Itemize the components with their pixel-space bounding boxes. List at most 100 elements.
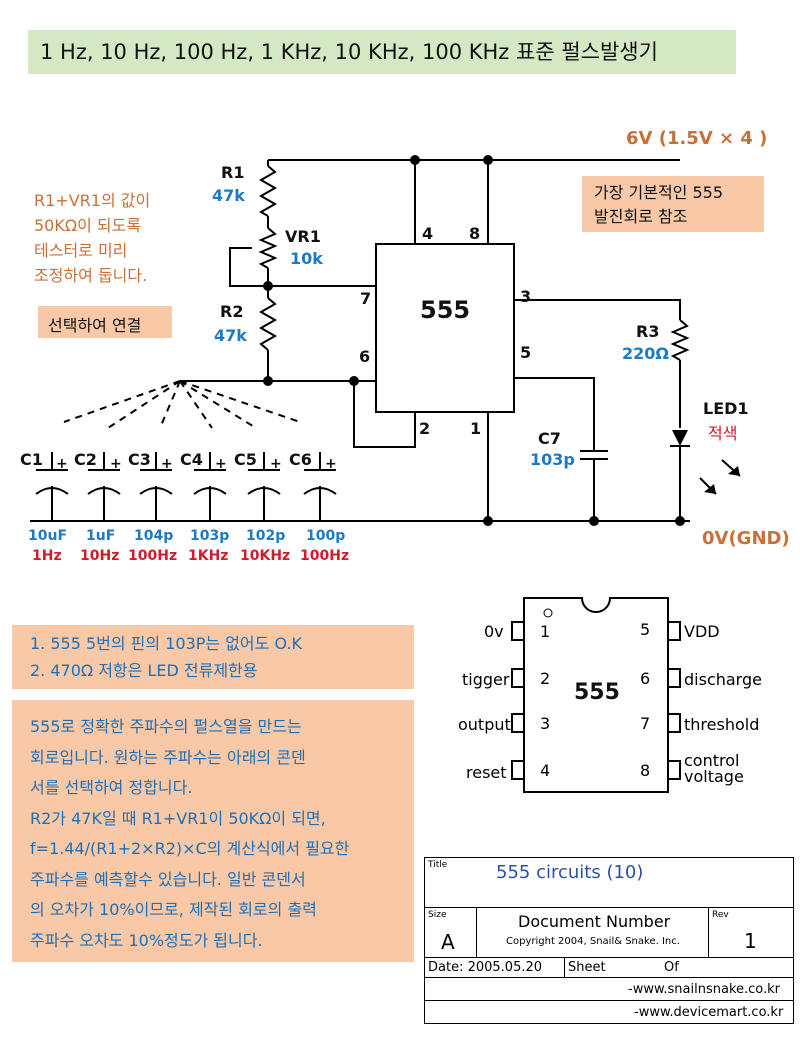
pinout-pin-label: tigger	[462, 670, 510, 689]
cap-plus: +	[270, 456, 282, 472]
cap-value: 103p	[190, 528, 230, 544]
description-text: 555로 정확한 주파수의 펄스열을 만드는 회로입니다. 원하는 주파수는 아…	[30, 712, 349, 956]
tb-size-caption: Size	[428, 910, 447, 920]
select-note-box	[38, 306, 172, 338]
led1-color: 적색	[708, 424, 738, 443]
cap-freq: 1KHz	[188, 548, 229, 564]
pinout-pin-num: 2	[540, 669, 551, 688]
supply-label: 6V (1.5V × 4 )	[626, 128, 768, 149]
tb-url-2: -www.devicemart.co.kr	[634, 1005, 784, 1020]
description-line: R2가 47K일 때 R1+VR1이 50KΩ이 되면,	[30, 808, 326, 828]
description-box	[12, 700, 414, 962]
pinout-pin-num: 8	[640, 761, 651, 780]
r2-name: R2	[220, 302, 244, 321]
tb-size-value: A	[441, 930, 455, 954]
description-line: 서를 선택하여 정합니다.	[30, 778, 193, 797]
pinout-pin-label: VDD	[684, 622, 720, 641]
select-note: 선택하여 연결	[48, 316, 142, 335]
title-block-divider	[424, 977, 794, 978]
description-line: 의 오차가 10%이므로, 제작된 회로의 출력	[30, 900, 317, 919]
ic-pin-7: 7	[360, 289, 372, 308]
pinout-pin-label: control voltage	[684, 751, 744, 786]
adjust-note-line: 50KΩ이 되도록	[34, 216, 142, 235]
r3-name: R3	[636, 322, 660, 341]
pinout-chip-label: 555	[574, 680, 620, 705]
tb-sheet: Sheet	[568, 960, 606, 975]
adjust-note-line: R1+VR1의 값이	[34, 191, 151, 210]
tb-copyright: Copyright 2004, Snail& Snake. Inc.	[506, 936, 680, 947]
adjust-note-line: 테스터로 미리	[34, 241, 128, 260]
pinout-pin-num: 5	[640, 620, 651, 639]
cap-plus: +	[56, 456, 68, 472]
pinout-pin-num: 7	[640, 714, 651, 733]
c7-name: C7	[538, 429, 561, 448]
cap-plus: +	[110, 456, 122, 472]
tb-title-value: 555 circuits (10)	[496, 862, 644, 883]
cap-freq: 10Hz	[80, 548, 120, 564]
tb-url-1: -www.snailnsnake.co.kr	[628, 982, 781, 997]
ref-note-line: 가장 기본적인 555	[594, 183, 724, 202]
adjust-note-line: 조정하여 둡니다.	[34, 266, 148, 285]
tb-date: Date: 2005.05.20	[428, 960, 543, 975]
notes-list: 1. 555 5번의 핀의 103P는 없어도 O.K 2. 470Ω 저항은 …	[30, 630, 302, 684]
pinout-pin-label: 0v	[484, 622, 504, 641]
page-title: 1 Hz, 10 Hz, 100 Hz, 1 KHz, 10 KHz, 100 …	[40, 40, 658, 64]
r1-name: R1	[221, 163, 245, 182]
cap-value: 1uF	[86, 528, 116, 544]
title-block	[424, 857, 794, 1024]
pinout-pin-num: 1	[540, 622, 551, 641]
tb-rev-value: 1	[744, 929, 757, 953]
ic-pin-3: 3	[520, 287, 532, 306]
pinout-pin-num: 3	[540, 714, 551, 733]
cap-name: C4	[180, 450, 203, 469]
pinout-pin-num: 6	[640, 669, 651, 688]
ic-pin-2: 2	[419, 419, 431, 438]
description-line: 주파수를 예측할수 있습니다. 일반 콘덴서	[30, 869, 306, 889]
pinout-pin-num: 4	[540, 761, 551, 780]
r3-value: 220Ω	[622, 344, 669, 363]
ic-pin-5: 5	[520, 343, 532, 362]
cap-freq: 100Hz	[128, 548, 178, 564]
cap-value: 104p	[134, 528, 174, 544]
title-banner	[28, 30, 736, 74]
cap-name: C1	[20, 450, 43, 469]
r2-value: 47k	[214, 326, 247, 345]
cap-name: C6	[289, 450, 312, 469]
ref-note: 가장 기본적인 555 발진회로 참조	[594, 181, 723, 229]
pinout-pin-label: output	[458, 715, 511, 734]
description-line: 주파수 오차도 10%정도가 됩니다.	[30, 930, 263, 950]
tb-of: Of	[664, 960, 679, 975]
cap-freq: 1Hz	[32, 548, 62, 564]
cap-plus: +	[325, 456, 337, 472]
cap-name: C3	[128, 450, 151, 469]
notes-box	[12, 625, 414, 689]
ic-pin-8: 8	[469, 224, 481, 243]
title-block-divider	[476, 907, 477, 957]
pinout-pin-label: discharge	[684, 670, 762, 689]
ic-label: 555	[420, 296, 471, 324]
cap-plus: +	[215, 456, 227, 472]
pinout-pin-label: reset	[466, 763, 507, 782]
cap-freq: 100Hz	[300, 548, 350, 564]
cap-value: 102p	[246, 528, 286, 544]
tb-docnum: Document Number	[518, 912, 671, 931]
cap-value: 10uF	[28, 528, 68, 544]
adjust-note: R1+VR1의 값이 50KΩ이 되도록 테스터로 미리 조정하여 둡니다.	[34, 188, 150, 288]
tb-rev-caption: Rev	[712, 910, 729, 920]
cap-value: 100p	[306, 528, 346, 544]
c7-value: 103p	[530, 450, 575, 469]
led1-name: LED1	[703, 399, 749, 418]
ic-pin-6: 6	[359, 347, 371, 366]
vr1-value: 10k	[290, 249, 323, 268]
title-block-divider	[424, 1000, 794, 1001]
description-line: f=1.44/(R1+2×R2)×C의 계산식에서 필요한	[30, 839, 350, 858]
ref-note-box	[582, 176, 764, 232]
ref-note-line: 발진회로 참조	[594, 207, 688, 226]
cap-name: C2	[74, 450, 97, 469]
note-item: 2. 470Ω 저항은 LED 전류제한용	[30, 661, 258, 680]
title-block-divider	[424, 907, 794, 908]
r1-value: 47k	[212, 186, 245, 205]
gnd-label: 0V(GND)	[702, 528, 790, 549]
description-line: 회로입니다. 원하는 주파수는 아래의 콘덴	[30, 747, 306, 767]
pinout-pin-label: threshold	[684, 715, 760, 734]
